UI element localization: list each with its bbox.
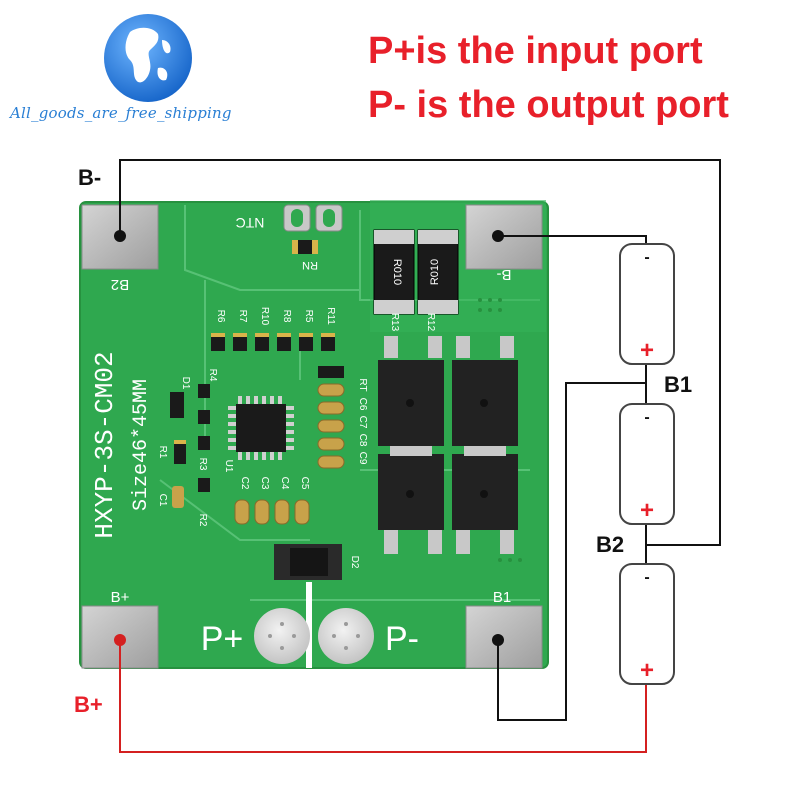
silk-c7: C7 — [357, 416, 368, 429]
silk-c4: C4 — [279, 477, 290, 490]
silk-r8: R8 — [281, 310, 292, 323]
cell-1-plus: + — [640, 337, 654, 364]
label-b2: B2 — [596, 532, 624, 557]
wire-b1 — [497, 382, 646, 721]
silk-r6: R6 — [215, 310, 226, 323]
silk-c5: C5 — [299, 477, 310, 490]
silk-c3: C3 — [259, 477, 270, 490]
dot-b-minus-pad — [492, 230, 504, 242]
silk-c2: C2 — [239, 477, 250, 490]
silk-c1: C1 — [157, 494, 168, 507]
silk-d2: D2 — [349, 556, 360, 569]
logo-caption: All_goods_are_free_shipping — [10, 104, 232, 122]
label-b1: B1 — [664, 372, 692, 397]
silk-b1: B1 — [493, 589, 511, 606]
pad-p-plus — [254, 608, 310, 664]
pad-b1 — [465, 605, 543, 669]
header-input-port: P+is the input port — [368, 30, 703, 72]
silk-r10: R10 — [259, 307, 270, 326]
cell-1-minus: - — [644, 249, 649, 266]
silk-b-minus: B- — [496, 266, 511, 283]
wire-b-minus — [119, 159, 721, 546]
silk-model: HXYP-3S-CM02 — [90, 351, 120, 538]
wires — [119, 159, 721, 753]
silk-r010-a: R010 — [391, 259, 403, 285]
cell-3-minus: - — [644, 569, 649, 586]
battery-cell-1 — [619, 243, 675, 365]
header-output-port: P- is the output port — [368, 84, 729, 126]
silk-r13: R13 — [389, 313, 400, 332]
dot-b1 — [492, 634, 504, 646]
silk-u1: U1 — [223, 460, 234, 473]
silk-r1: R1 — [157, 446, 168, 459]
silk-c9: C9 — [357, 452, 368, 465]
cell-2-plus: + — [640, 497, 654, 524]
cell-3-plus: + — [640, 657, 654, 684]
silk-c8: C8 — [357, 434, 368, 447]
battery-cell-2 — [619, 403, 675, 525]
ic-u1 — [228, 396, 294, 460]
silk-r4: R4 — [207, 369, 218, 382]
label-b-minus: B- — [78, 165, 101, 190]
pad-p-minus — [318, 608, 374, 664]
silk-p-minus: P- — [385, 620, 419, 658]
globe-icon — [104, 14, 192, 102]
silk-r12: R12 — [425, 313, 436, 332]
mosfet-group — [378, 336, 518, 554]
pcb-board: B2 B- B+ B1 NTC RN R010 R010 R13 R12 — [79, 200, 549, 669]
silk-r7: R7 — [237, 310, 248, 323]
cell-2-minus: - — [644, 409, 649, 426]
silk-d1: D1 — [180, 377, 191, 390]
battery-cell-3 — [619, 563, 675, 685]
wire-cell1-negative — [498, 235, 647, 246]
silk-r2: R2 — [197, 514, 208, 527]
label-b-plus: B+ — [74, 692, 103, 717]
silk-rt: RT — [357, 378, 368, 391]
resistor-row: R6 R7 R10 R8 R5 R11 — [215, 307, 336, 326]
silk-r11: R11 — [325, 307, 336, 325]
silk-c6: C6 — [357, 398, 368, 411]
silk-r010-b: R010 — [429, 259, 441, 285]
silk-p-plus: P+ — [201, 620, 244, 658]
wire-b-plus — [119, 640, 647, 753]
silk-ntc: NTC — [236, 215, 265, 231]
dot-b-plus — [114, 634, 126, 646]
silk-b2: B2 — [111, 276, 129, 293]
dot-b-minus — [114, 230, 126, 242]
silk-r5: R5 — [303, 310, 314, 323]
silk-b-plus: B+ — [111, 589, 130, 606]
silk-size: Size46*45MM — [130, 379, 153, 511]
silk-r3: R3 — [197, 458, 208, 471]
silk-rn: RN — [302, 259, 318, 271]
